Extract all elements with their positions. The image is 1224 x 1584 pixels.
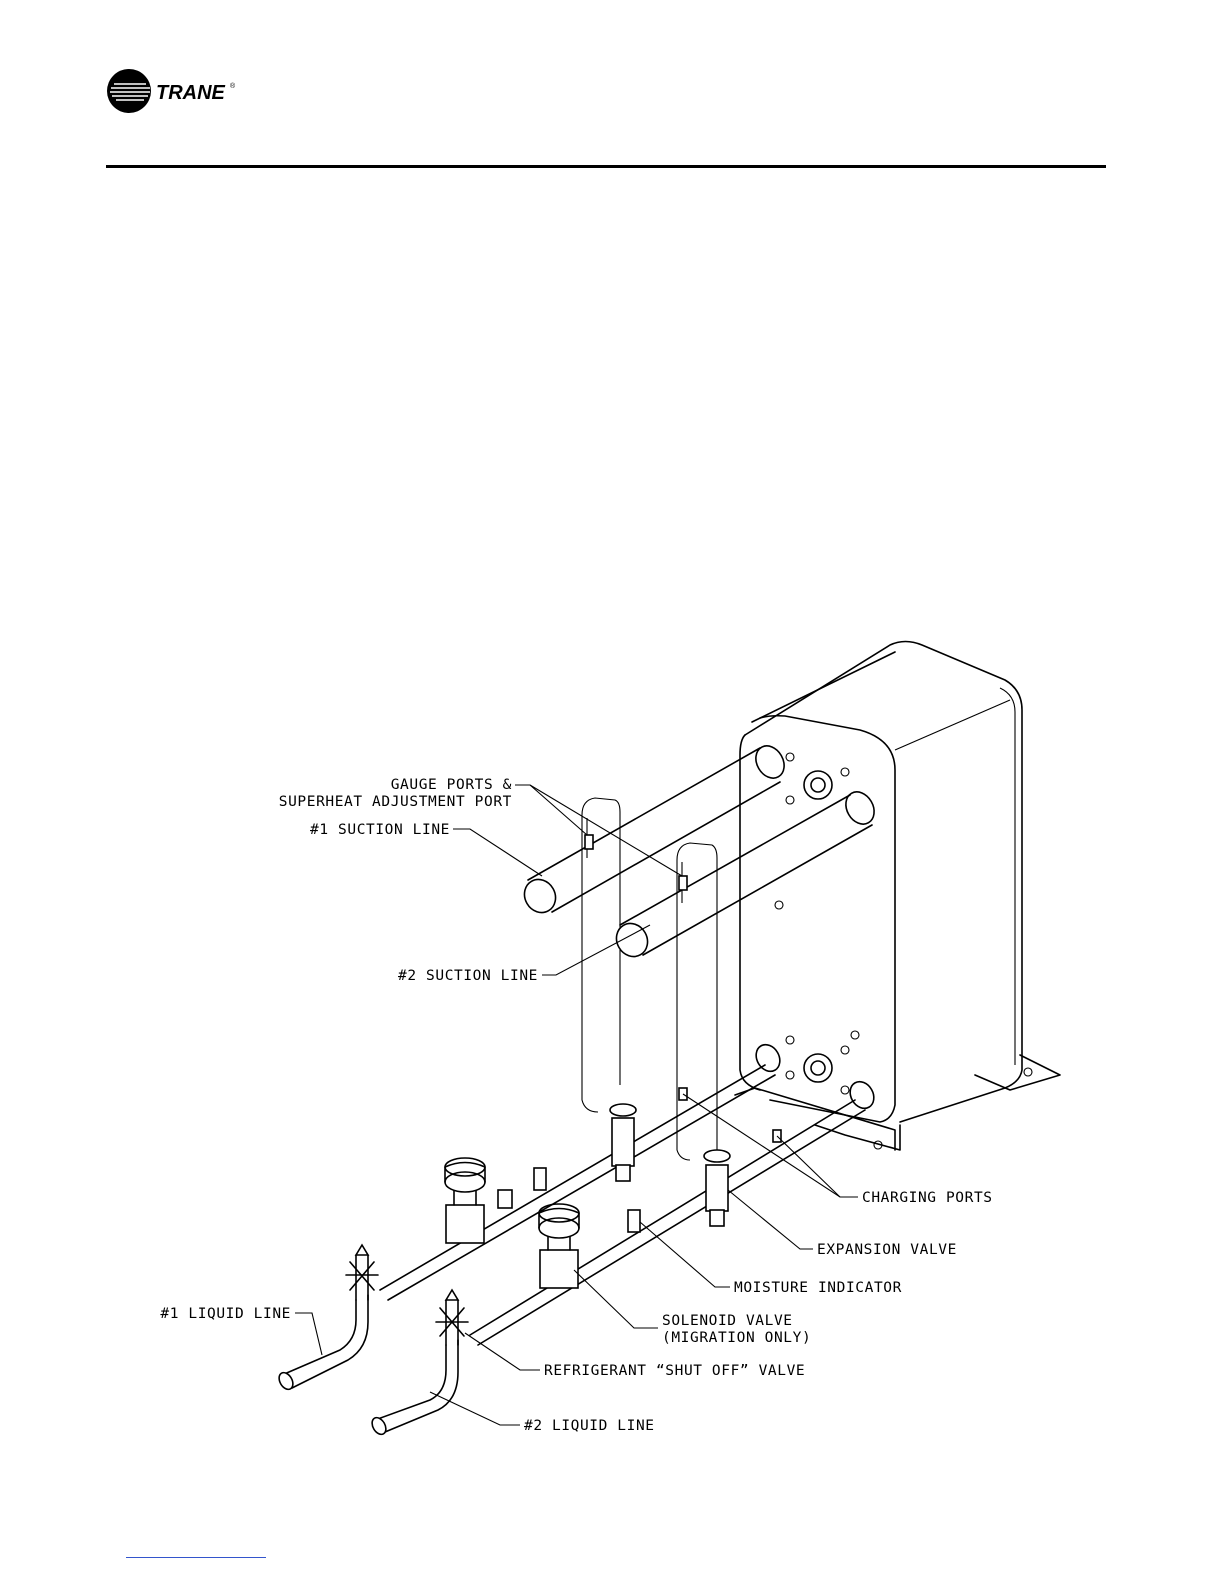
label-suction-line-2: #2 SUCTION LINE [398,968,538,984]
label-solenoid-valve: SOLENOID VALVE [662,1313,793,1329]
label-superheat-adjustment-port: SUPERHEAT ADJUSTMENT PORT [279,794,512,810]
label-refrigerant-shutoff-valve: REFRIGERANT “SHUT OFF” VALVE [544,1363,805,1379]
suction-line-2 [611,787,880,1155]
trane-wordmark: TRANE [156,82,226,104]
equalizer-tube-2 [677,905,690,1160]
refrigerant-piping-diagram: GAUGE PORTS & SUPERHEAT ADJUSTMENT PORT … [0,600,1224,1500]
suction-line-1 [519,741,790,1085]
label-suction-line-1: #1 SUCTION LINE [310,822,450,838]
label-liquid-line-1: #1 LIQUID LINE [160,1306,291,1322]
trane-logo: TRANE ® [106,68,246,114]
trane-registered-mark: ® [230,82,236,90]
heat-exchanger [735,642,1060,1151]
trane-logo-mark [107,69,151,113]
label-gauge-ports: GAUGE PORTS & [391,777,512,793]
label-charging-ports: CHARGING PORTS [862,1190,993,1206]
equalizer-tube-1 [582,860,598,1112]
header-rule [106,165,1106,168]
label-expansion-valve: EXPANSION VALVE [817,1242,957,1258]
label-migration-only: (MIGRATION ONLY) [662,1330,811,1346]
label-moisture-indicator: MOISTURE INDICATOR [734,1280,902,1296]
footer-rule [126,1557,266,1558]
label-liquid-line-2: #2 LIQUID LINE [524,1418,655,1434]
